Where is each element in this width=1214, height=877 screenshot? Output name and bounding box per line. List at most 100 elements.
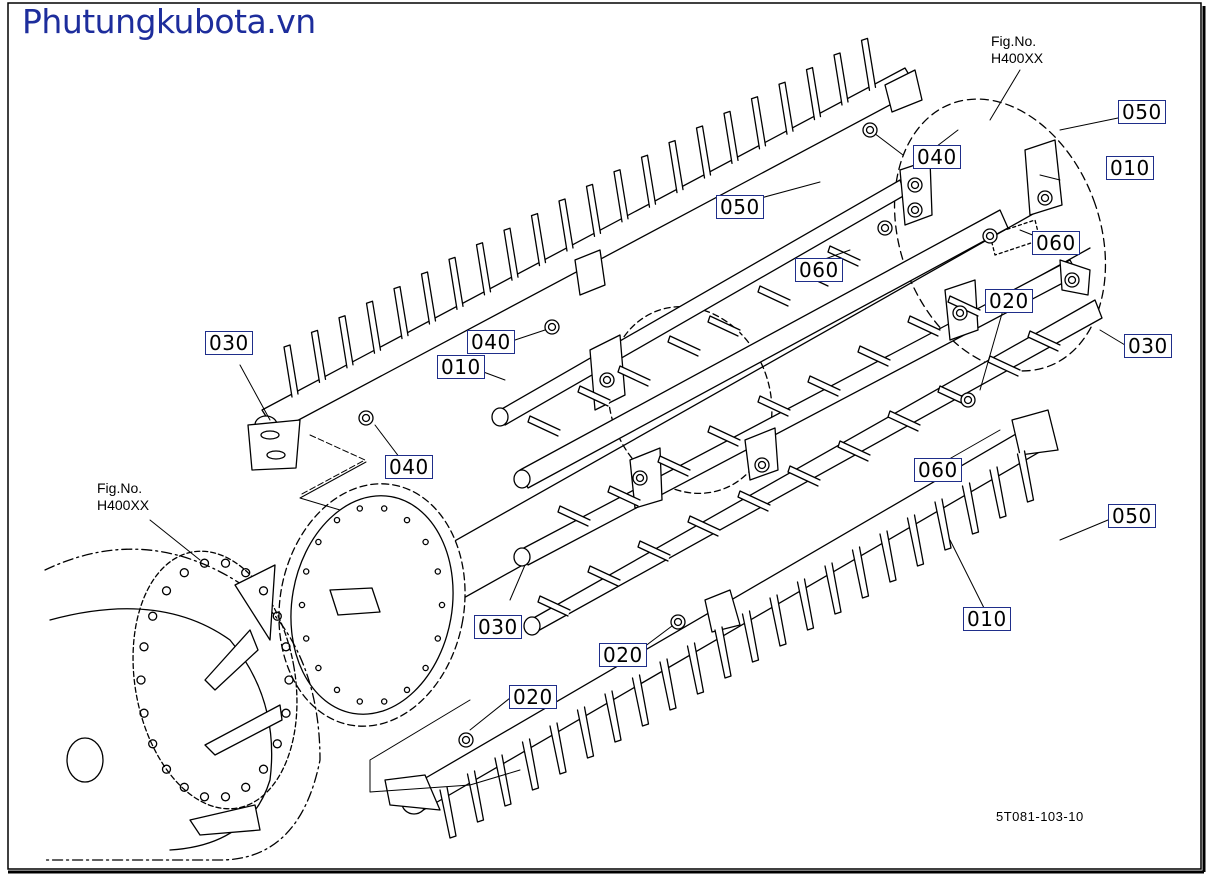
bolt — [754, 457, 770, 473]
rake-tooth — [723, 110, 739, 165]
callout-060[interactable]: 060 — [795, 258, 843, 282]
bolt-hole — [356, 698, 364, 705]
rake-tooth — [475, 242, 492, 296]
callout-040[interactable]: 040 — [385, 455, 433, 479]
rake-tooth — [283, 344, 299, 398]
rake-tooth — [757, 395, 791, 417]
rake-tooth — [607, 485, 641, 507]
bolt-hole — [179, 782, 189, 792]
bolt — [862, 122, 878, 138]
callout-030[interactable]: 030 — [474, 615, 522, 639]
bolt-head — [461, 735, 471, 745]
bolt-head — [547, 322, 557, 332]
bolt-hole — [241, 782, 251, 792]
rake-tooth — [796, 578, 815, 631]
bolt-hole — [380, 505, 388, 512]
rake-tooth — [310, 329, 327, 384]
bolt-hole — [380, 698, 388, 705]
callout-020[interactable]: 020 — [509, 685, 557, 709]
rake-tooth — [420, 271, 437, 325]
rake-tooth — [494, 754, 512, 807]
bolt-hole — [272, 611, 282, 621]
rake-tooth — [613, 169, 629, 223]
bolt-hole — [258, 764, 269, 774]
rake-tooth — [687, 515, 721, 537]
bolt-hole — [333, 686, 341, 694]
bolt-hole — [220, 792, 231, 802]
figure-reference-number: H400XX — [97, 497, 150, 513]
rake-tooth — [530, 212, 547, 267]
rake-tooth — [365, 300, 382, 354]
bolt-hole — [220, 558, 231, 568]
figure-reference-label: Fig.No. — [97, 480, 143, 496]
rake-tooth — [787, 465, 821, 487]
rake-tooth — [989, 466, 1007, 519]
rake-tooth — [640, 154, 657, 208]
callout-010[interactable]: 010 — [1106, 156, 1154, 180]
rake-tooth — [961, 482, 980, 535]
bolt-head — [635, 473, 645, 483]
callout-060[interactable]: 060 — [1032, 231, 1080, 255]
bolt-head — [757, 460, 767, 470]
bolt-head — [955, 308, 965, 318]
bolt-hole — [422, 538, 429, 546]
rake-tooth — [657, 455, 691, 477]
bolt-hole — [161, 586, 172, 596]
bolt-hole — [302, 568, 310, 575]
bolt-hole — [199, 558, 210, 568]
callout-040[interactable]: 040 — [913, 145, 961, 169]
callout-020[interactable]: 020 — [985, 289, 1033, 313]
callout-050[interactable]: 050 — [716, 195, 764, 219]
bolt-hole — [179, 568, 189, 578]
rake-tooth — [617, 365, 651, 387]
bolt — [358, 410, 374, 426]
callout-060[interactable]: 060 — [914, 458, 962, 482]
bolts — [358, 122, 1080, 748]
rake-tooth — [439, 786, 457, 839]
rake-tooth — [587, 565, 621, 587]
bolt-head — [865, 125, 875, 135]
bolt-hole — [281, 642, 291, 652]
bolt — [982, 228, 998, 244]
callout-050[interactable]: 050 — [1108, 504, 1156, 528]
rake-tooth — [338, 315, 354, 369]
rake-tooth — [667, 335, 701, 357]
callout-040[interactable]: 040 — [467, 330, 515, 354]
bolt-hole — [438, 601, 446, 609]
rake-tooth — [824, 562, 842, 615]
bolt-hole — [139, 642, 149, 652]
bolt-hole — [148, 739, 158, 749]
rake-tooth — [527, 415, 561, 437]
bolt — [458, 732, 474, 748]
bolt-head — [673, 617, 683, 627]
rake-tooth — [604, 690, 622, 743]
drawing-border — [7, 2, 1202, 870]
bolt-head — [602, 375, 612, 385]
bolt-hole — [281, 708, 291, 718]
figure-reference-left: Fig.No. H400XX — [97, 480, 149, 514]
bolt — [877, 220, 893, 236]
bolt-hole — [258, 586, 269, 596]
bolt-hole — [333, 516, 341, 524]
bolt-hole — [302, 635, 310, 642]
rake-tooth — [393, 285, 409, 340]
bolt-hole — [434, 635, 442, 642]
rake-tooth — [934, 498, 952, 551]
rake-tooth — [707, 425, 741, 447]
rake-tooth — [1027, 330, 1061, 352]
rake-tooth — [585, 183, 602, 238]
callout-050[interactable]: 050 — [1118, 100, 1166, 124]
callout-020[interactable]: 020 — [599, 643, 647, 667]
rake-tooth — [879, 530, 897, 583]
rake-tooth — [466, 770, 485, 823]
callout-010[interactable]: 010 — [437, 355, 485, 379]
callout-030[interactable]: 030 — [205, 331, 253, 355]
bolt-head — [361, 413, 371, 423]
rake-tooth — [860, 37, 877, 92]
bolt-hole — [403, 686, 411, 694]
callout-010[interactable]: 010 — [963, 607, 1011, 631]
bolt-head — [1067, 275, 1077, 285]
callout-030[interactable]: 030 — [1124, 334, 1172, 358]
bolt-hole — [315, 664, 322, 672]
figure-reference-top: Fig.No. H400XX — [991, 33, 1043, 67]
